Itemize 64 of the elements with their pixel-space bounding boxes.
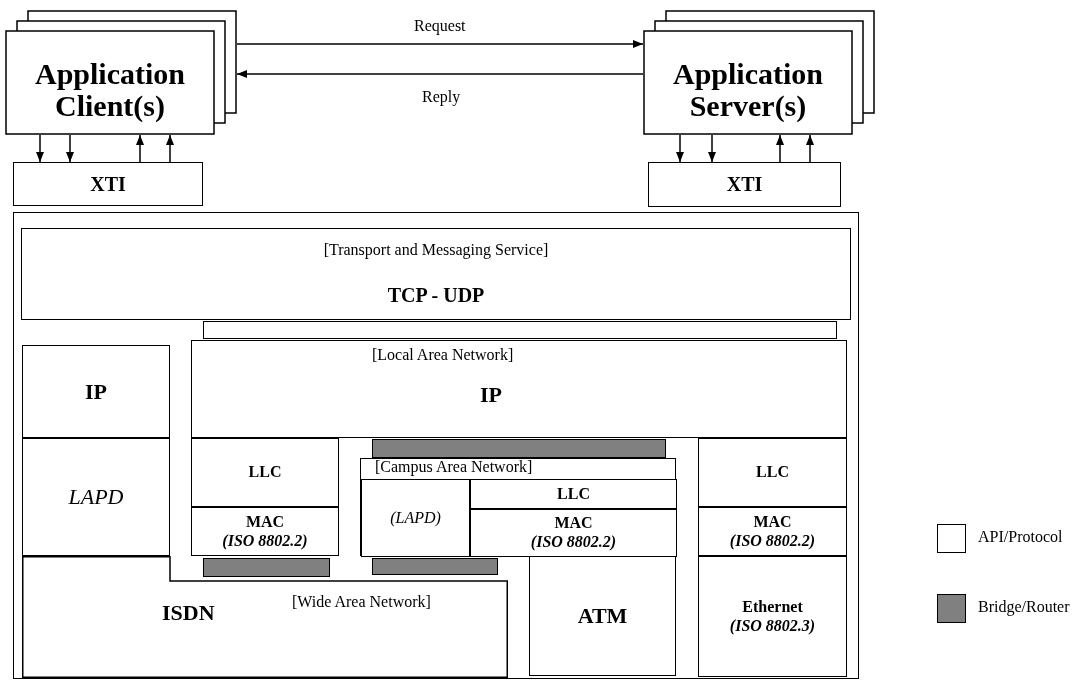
layer-label: MAC (753, 513, 792, 531)
arrow (676, 134, 684, 163)
layer-box (191, 340, 847, 438)
arrow (36, 134, 44, 163)
layer-box (698, 507, 847, 556)
layer-label: Ethernet (742, 598, 803, 616)
layer-box (191, 507, 339, 556)
layer-label: TCP - UDP (387, 285, 485, 307)
layer-box (22, 345, 170, 438)
layer-label: MAC (554, 515, 593, 532)
layer-label: LLC (248, 464, 282, 481)
scope-label: [Campus Area Network] (375, 459, 533, 476)
layer-box (22, 556, 508, 678)
layer-label: ISDN (162, 601, 215, 625)
layer-label: IP (480, 383, 502, 407)
layer-box (191, 438, 339, 507)
edge-label: Reply (420, 88, 463, 106)
layer-box (13, 162, 203, 206)
spacer-bar (203, 321, 837, 339)
standard-label: (ISO 8802.2) (222, 532, 308, 550)
standard-label: (ISO 8802.3) (729, 617, 816, 635)
arrow (708, 134, 716, 163)
layer-box (648, 162, 841, 207)
arrow (136, 134, 144, 163)
legend-label: API/Protocol (978, 528, 1063, 546)
layer-label: (LAPD) (390, 509, 441, 527)
layer-box (22, 438, 170, 556)
bridge-bar (372, 439, 666, 458)
arrow (236, 70, 644, 78)
layer-box (470, 479, 677, 509)
layer-box (361, 479, 470, 557)
bridge-bar (372, 558, 498, 575)
layer-label: LAPD (68, 485, 124, 509)
arrow (236, 40, 644, 48)
standard-label: (ISO 8802.2) (729, 532, 816, 550)
application-stack (643, 10, 875, 135)
layer-label: LLC (756, 464, 789, 481)
edge-label: Request (412, 17, 468, 35)
layer-label: Application Server(s) (672, 58, 824, 121)
layer-box (21, 228, 851, 320)
arrow (776, 134, 784, 163)
stack-frame (13, 212, 859, 679)
legend-label: Bridge/Router (978, 598, 1070, 616)
application-stack (5, 10, 237, 135)
scope-label: [Wide Area Network] (292, 594, 431, 611)
layer-label: Application Client(s) (34, 58, 186, 121)
arrow (806, 134, 814, 163)
bridge-bar (203, 558, 330, 577)
layer-box (360, 458, 676, 556)
layer-box (470, 509, 677, 557)
arrow (66, 134, 74, 163)
layer-label: XTI (90, 173, 126, 195)
layer-label: LLC (557, 485, 590, 503)
layer-label: XTI (726, 174, 763, 195)
layer-label: MAC (245, 513, 285, 531)
layer-label: ATM (577, 604, 628, 628)
layer-label: IP (85, 379, 107, 404)
arrow (166, 134, 174, 163)
standard-label: (ISO 8802.2) (530, 534, 617, 551)
layer-box (529, 556, 676, 676)
layer-box (698, 438, 847, 507)
scope-label: [Transport and Messaging Service] (323, 241, 549, 259)
layer-box (698, 556, 847, 677)
scope-label: [Local Area Network] (372, 347, 514, 364)
